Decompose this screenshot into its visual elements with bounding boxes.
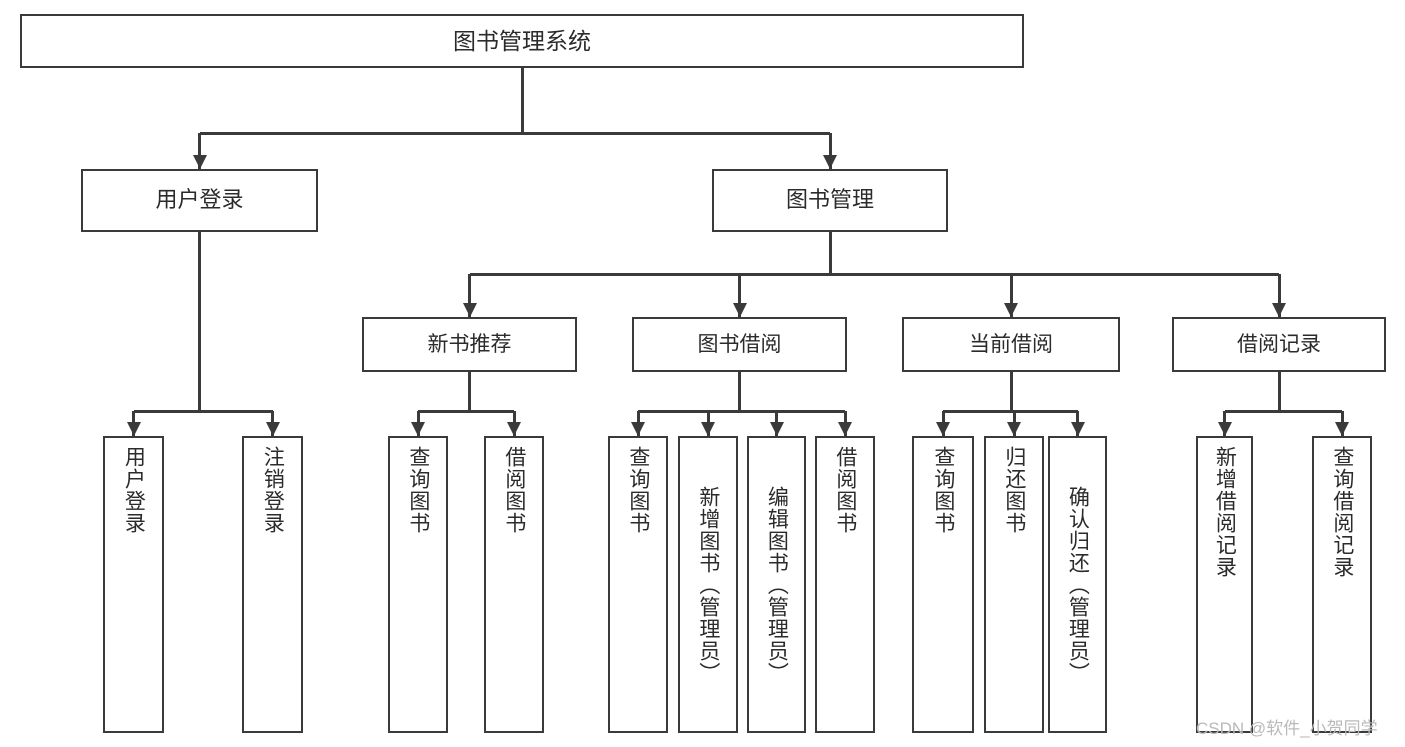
connector-book-manage-stem xyxy=(828,232,832,274)
arrowhead-icon xyxy=(1070,422,1085,436)
node-label: 当前借阅 xyxy=(969,332,1053,356)
arrowhead-icon xyxy=(1004,303,1018,317)
node-label: 归还图书 xyxy=(1002,446,1026,534)
watermark-text: CSDN @软件_小贺同学 xyxy=(1196,719,1378,738)
connector-drop xyxy=(1277,274,1281,317)
node-leaf-add-book-admin[interactable]: 新增图书（管理员） xyxy=(678,436,738,733)
arrowhead-icon xyxy=(823,155,837,169)
node-user-login[interactable]: 用户登录 xyxy=(81,169,318,232)
node-leaf-borrow-book[interactable]: 借阅图书 xyxy=(815,436,875,733)
node-label: 查询图书 xyxy=(626,446,650,534)
arrowhead-icon xyxy=(1335,422,1349,436)
node-borrow-record[interactable]: 借阅记录 xyxy=(1172,317,1386,372)
connector-bus-borrow-record xyxy=(1224,409,1342,413)
node-leaf-borrow-book-recommend[interactable]: 借阅图书 xyxy=(484,436,544,733)
connector-bus-book-borrow xyxy=(638,409,845,413)
node-root-system[interactable]: 图书管理系统 xyxy=(20,14,1024,68)
node-label: 借阅图书 xyxy=(833,446,857,534)
node-leaf-query-book-recommend[interactable]: 查询图书 xyxy=(388,436,448,733)
node-new-book-recommend[interactable]: 新书推荐 xyxy=(362,317,577,372)
arrowhead-icon xyxy=(192,155,207,169)
connector-bus-new-book-recommend xyxy=(418,409,514,413)
arrowhead-icon xyxy=(1007,422,1021,436)
node-label: 新书推荐 xyxy=(427,332,512,356)
arrowhead-icon xyxy=(631,422,645,436)
node-leaf-add-borrow-record[interactable]: 新增借阅记录 xyxy=(1196,436,1253,733)
connector-root-stem xyxy=(520,68,524,133)
connector-root-bus xyxy=(199,131,830,135)
node-book-borrow[interactable]: 图书借阅 xyxy=(632,317,847,372)
connector-stem-borrow-record xyxy=(1277,372,1281,411)
node-label: 查询图书 xyxy=(931,446,955,534)
node-label: 借阅记录 xyxy=(1237,332,1321,356)
connector-drop xyxy=(828,133,832,169)
arrowhead-icon xyxy=(701,422,715,436)
connector-stem-book-borrow xyxy=(738,372,741,411)
arrowhead-icon xyxy=(1272,303,1286,317)
node-current-borrow[interactable]: 当前借阅 xyxy=(902,317,1120,372)
node-label: 查询借阅记录 xyxy=(1330,446,1354,578)
connector-drop xyxy=(468,274,471,317)
node-leaf-confirm-return-admin[interactable]: 确认归还（管理员） xyxy=(1048,436,1107,733)
connector-stem-current-borrow xyxy=(1009,372,1013,411)
node-leaf-query-book-borrow[interactable]: 查询图书 xyxy=(608,436,668,733)
arrowhead-icon xyxy=(265,422,280,436)
node-label: 用户登录 xyxy=(122,446,146,534)
node-label: 编辑图书（管理员） xyxy=(765,485,789,684)
connector-bus-user-login xyxy=(133,409,273,413)
connector-drop xyxy=(738,274,741,317)
node-label: 图书借阅 xyxy=(697,332,782,356)
connector-drop xyxy=(1009,274,1013,317)
node-label: 用户登录 xyxy=(155,187,244,213)
arrowhead-icon xyxy=(732,303,747,317)
node-leaf-query-book-current[interactable]: 查询图书 xyxy=(912,436,974,733)
node-label: 新增图书（管理员） xyxy=(696,485,720,684)
arrowhead-icon xyxy=(838,422,852,436)
node-label: 确认归还（管理员） xyxy=(1066,485,1090,684)
connector-drop xyxy=(198,133,201,169)
node-label: 新增借阅记录 xyxy=(1213,446,1237,578)
node-leaf-query-borrow-record[interactable]: 查询借阅记录 xyxy=(1312,436,1372,733)
node-leaf-return-book[interactable]: 归还图书 xyxy=(984,436,1044,733)
node-book-manage[interactable]: 图书管理 xyxy=(712,169,948,232)
connector-stem-user-login xyxy=(198,232,201,411)
connector-book-manage-bus xyxy=(469,272,1279,276)
connector-bus-current-borrow xyxy=(943,409,1078,413)
arrowhead-icon xyxy=(507,422,521,436)
arrowhead-icon xyxy=(411,422,425,436)
node-label: 查询图书 xyxy=(406,446,430,534)
arrowhead-icon xyxy=(126,422,141,436)
connector-stem-new-book-recommend xyxy=(468,372,471,411)
node-leaf-edit-book-admin[interactable]: 编辑图书（管理员） xyxy=(747,436,806,733)
node-label: 注销登录 xyxy=(261,446,285,534)
arrowhead-icon xyxy=(936,422,950,436)
arrowhead-icon xyxy=(1217,422,1232,436)
node-leaf-user-login[interactable]: 用户登录 xyxy=(103,436,164,733)
node-leaf-user-logout[interactable]: 注销登录 xyxy=(242,436,303,733)
node-label: 图书管理系统 xyxy=(453,27,591,54)
arrowhead-icon xyxy=(769,422,784,436)
arrowhead-icon xyxy=(462,303,477,317)
node-label: 借阅图书 xyxy=(502,446,526,534)
node-label: 图书管理 xyxy=(785,187,874,213)
